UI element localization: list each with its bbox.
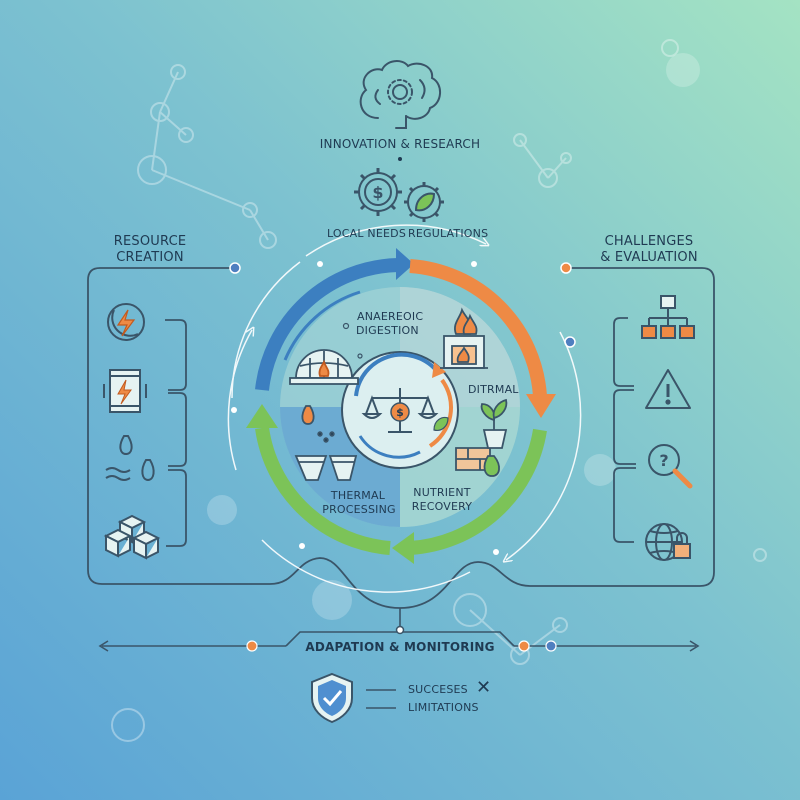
- hierarchy-chart-icon: [641, 295, 695, 339]
- challenges-title-line1: CHALLENGES: [604, 234, 694, 249]
- regulations-label: REGULATIONS: [408, 227, 489, 240]
- innovation-research-label: INNOVATION & RESEARCH: [319, 137, 481, 151]
- limitations-label: LIMITATIONS: [408, 701, 479, 714]
- shield-check-icon: [311, 672, 353, 724]
- thermal-right-label: DITRMAL: [468, 383, 519, 396]
- nutrient-plant-icon: [455, 398, 508, 477]
- svg-text:$: $: [372, 183, 383, 202]
- thermal-filter-icon: [294, 405, 358, 481]
- magnifier-question-icon: ?: [648, 444, 693, 489]
- nutrient-recovery-line2: RECOVERY: [411, 500, 473, 513]
- decorative-gears: [207, 53, 700, 620]
- water-drops-icon: [105, 435, 155, 482]
- thermal-processing-line1: THERMAL: [330, 489, 386, 502]
- legend-lines: [366, 689, 396, 709]
- cycle-arrows: [246, 248, 556, 564]
- decorative-molecules: [111, 39, 767, 742]
- anaerobic-label-line2: DIGESTION: [356, 324, 419, 337]
- successes-x-mark: ✕: [476, 677, 492, 698]
- biomass-sack-icon: [103, 369, 147, 413]
- thermal-processing-line2: PROCESSING: [322, 503, 396, 516]
- leaf-gear-icon: [404, 182, 444, 222]
- resource-title-line2: CREATION: [116, 250, 184, 265]
- outer-flow-rings: [227, 224, 582, 593]
- warning-triangle-icon: [645, 369, 691, 409]
- finance-gear-icon: $: [354, 168, 402, 216]
- anaerobic-label-line1: ANAEREOIC: [357, 310, 424, 323]
- svg-text:?: ?: [659, 451, 668, 470]
- left-panel-frame: [87, 267, 401, 609]
- digester-dome-icon: [289, 349, 359, 385]
- svg-text:$: $: [396, 406, 404, 419]
- material-blocks-icon: [103, 514, 161, 560]
- adaptation-monitoring-label: ADAPATION & MONITORING: [305, 640, 495, 654]
- local-needs-label: LOCAL NEEDS: [327, 227, 407, 240]
- furnace-fire-icon: [440, 307, 488, 369]
- right-panel-frame: [399, 267, 715, 609]
- nutrient-recovery-line1: NUTRIENT: [413, 486, 471, 499]
- successes-label: SUCCESES: [408, 683, 468, 696]
- bubbles: [342, 322, 363, 359]
- energy-bolt-icon: [107, 303, 145, 341]
- globe-lock-icon: [645, 523, 691, 561]
- balance-scale-coin-icon: $: [341, 351, 459, 469]
- brain-gear-icon: [359, 60, 441, 129]
- resource-title-line1: RESOURCE: [113, 234, 187, 249]
- challenges-title-line2: & EVALUATION: [600, 250, 698, 265]
